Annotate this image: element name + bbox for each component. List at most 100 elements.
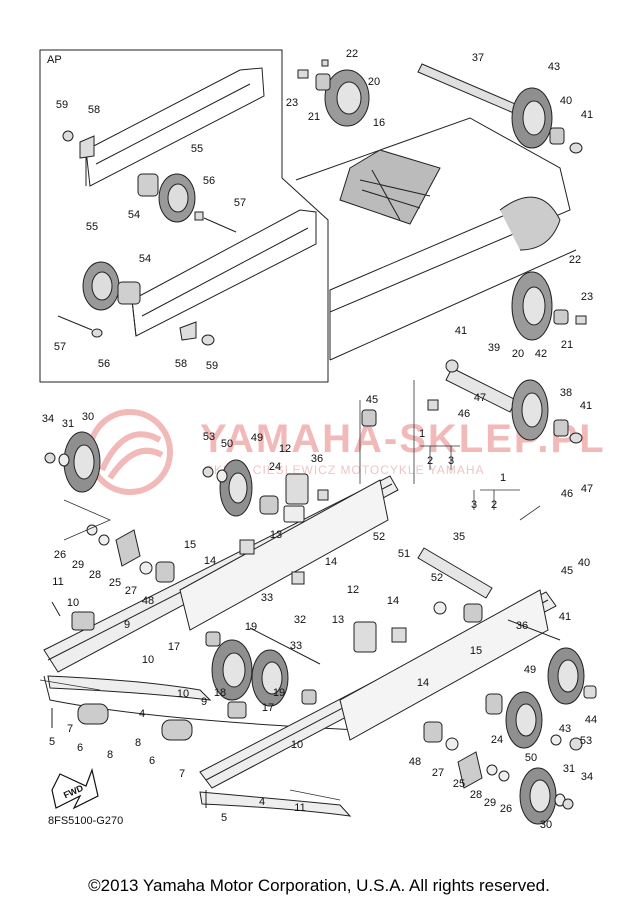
inset-wheel-lower	[57, 130, 215, 346]
callout-21: 21	[561, 339, 573, 351]
callout-41: 41	[581, 109, 593, 121]
inset-label: AP	[47, 54, 62, 66]
callout-21: 21	[308, 111, 320, 123]
wheels-18-19	[205, 627, 321, 707]
slide-parts-left	[86, 524, 305, 585]
callout-2: 2	[491, 499, 497, 511]
callout-19: 19	[273, 687, 285, 699]
callout-25: 25	[453, 778, 465, 790]
callout-3: 3	[471, 499, 477, 511]
callout-14: 14	[387, 595, 399, 607]
callout-8: 8	[135, 737, 141, 749]
callout-34: 34	[42, 413, 54, 425]
callout-30: 30	[540, 819, 552, 831]
callout-8: 8	[107, 749, 113, 761]
callout-17: 17	[168, 641, 180, 653]
callout-52: 52	[373, 531, 385, 543]
callout-16: 16	[373, 117, 385, 129]
callout-38: 38	[560, 387, 572, 399]
callout-54: 54	[128, 209, 140, 221]
callout-58: 58	[88, 104, 100, 116]
callout-45: 45	[366, 394, 378, 406]
callout-39: 39	[488, 342, 500, 354]
callout-43: 43	[559, 723, 571, 735]
callout-47: 47	[581, 483, 593, 495]
callout-10: 10	[177, 688, 189, 700]
callout-40: 40	[560, 95, 572, 107]
callout-47: 47	[474, 392, 486, 404]
callout-49: 49	[251, 432, 263, 444]
callout-27: 27	[432, 767, 444, 779]
watermark-logo-icon	[87, 409, 173, 495]
callout-11: 11	[294, 802, 305, 814]
callout-3: 3	[448, 455, 454, 467]
callout-56: 56	[203, 175, 215, 187]
callout-48: 48	[142, 595, 154, 607]
callout-46: 46	[561, 488, 573, 500]
callout-29: 29	[72, 559, 84, 571]
callout-24: 24	[491, 734, 503, 746]
callout-15: 15	[470, 645, 482, 657]
frame-upper	[295, 117, 577, 361]
callout-1: 1	[419, 428, 425, 440]
callout-41: 41	[455, 325, 467, 337]
callout-7: 7	[179, 768, 185, 780]
callout-51: 51	[398, 548, 410, 560]
wheel-42	[511, 379, 583, 444]
callout-30: 30	[82, 411, 94, 423]
callout-20: 20	[368, 76, 380, 88]
shaft-35	[417, 547, 493, 599]
callout-13: 13	[332, 614, 344, 626]
callout-34: 34	[581, 771, 593, 783]
inset-wheel-upper	[137, 173, 237, 233]
callout-48: 48	[409, 756, 421, 768]
exploded-lines	[39, 380, 541, 801]
callout-10: 10	[291, 739, 303, 751]
callout-36: 36	[311, 453, 323, 465]
callout-32: 32	[294, 614, 306, 626]
callout-52: 52	[431, 572, 443, 584]
callout-57: 57	[54, 341, 66, 353]
callout-55: 55	[191, 143, 203, 155]
callout-56: 56	[98, 358, 110, 370]
callout-45: 45	[561, 565, 573, 577]
callout-53: 53	[203, 431, 215, 443]
wheel-49-left	[202, 459, 253, 517]
callout-12: 12	[279, 443, 291, 455]
callout-18: 18	[214, 687, 226, 699]
cap-45	[361, 399, 439, 427]
callout-55: 55	[86, 221, 98, 233]
callout-10: 10	[67, 597, 79, 609]
callout-53: 53	[580, 735, 592, 747]
callout-43: 43	[548, 61, 560, 73]
wheel-30-right	[519, 767, 574, 825]
callout-33: 33	[290, 640, 302, 652]
callout-7: 7	[67, 723, 73, 735]
callout-14: 14	[204, 555, 216, 567]
right-rail	[199, 589, 557, 817]
callout-28: 28	[470, 789, 482, 801]
callout-24: 24	[269, 461, 281, 473]
callout-49: 49	[524, 664, 536, 676]
callout-41: 41	[559, 611, 571, 623]
callout-31: 31	[563, 763, 575, 775]
callout-31: 31	[62, 418, 74, 430]
callout-37: 37	[472, 52, 484, 64]
callout-9: 9	[124, 619, 130, 631]
callout-41: 41	[580, 400, 592, 412]
callout-59: 59	[206, 360, 218, 372]
arm-12-left	[259, 473, 329, 523]
callout-5: 5	[49, 736, 55, 748]
callout-10: 10	[142, 654, 154, 666]
callout-44: 44	[585, 714, 597, 726]
callout-6: 6	[77, 742, 83, 754]
diagram-code: 8FS5100-G270	[48, 815, 123, 827]
callout-40: 40	[578, 557, 590, 569]
axle-37	[417, 63, 521, 115]
callout-25: 25	[109, 577, 121, 589]
callout-50: 50	[525, 752, 537, 764]
callout-19: 19	[245, 621, 257, 633]
callout-23: 23	[581, 291, 593, 303]
callout-5: 5	[221, 812, 227, 824]
slide-parts-right	[423, 721, 510, 789]
